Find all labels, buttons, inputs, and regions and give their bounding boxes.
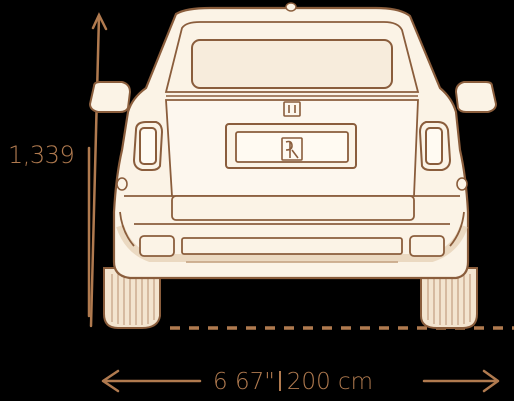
dimension-separator [278, 371, 281, 391]
tail-lights [132, 121, 452, 171]
width-dimension-label: 6 67" 200 cm [213, 371, 373, 394]
width-cm-value: 200 cm [286, 369, 374, 395]
roof-antenna [285, 2, 297, 12]
license-plate [225, 123, 357, 169]
height-dimension-label: 1,339 [8, 141, 75, 169]
rear-bumper [119, 211, 465, 263]
horizontal-double-arrow-icon [101, 369, 500, 393]
left-mirror [88, 81, 132, 113]
right-tyre [420, 267, 478, 329]
rear-window [164, 21, 420, 97]
rear-tyres [103, 267, 478, 329]
right-mirror [454, 81, 498, 113]
width-inches-value: 6 67" [213, 369, 275, 395]
side-mirrors [88, 81, 498, 113]
reflectors [116, 177, 468, 191]
brand-badge-icon [281, 101, 303, 161]
vertical-double-arrow-icon [87, 12, 108, 328]
